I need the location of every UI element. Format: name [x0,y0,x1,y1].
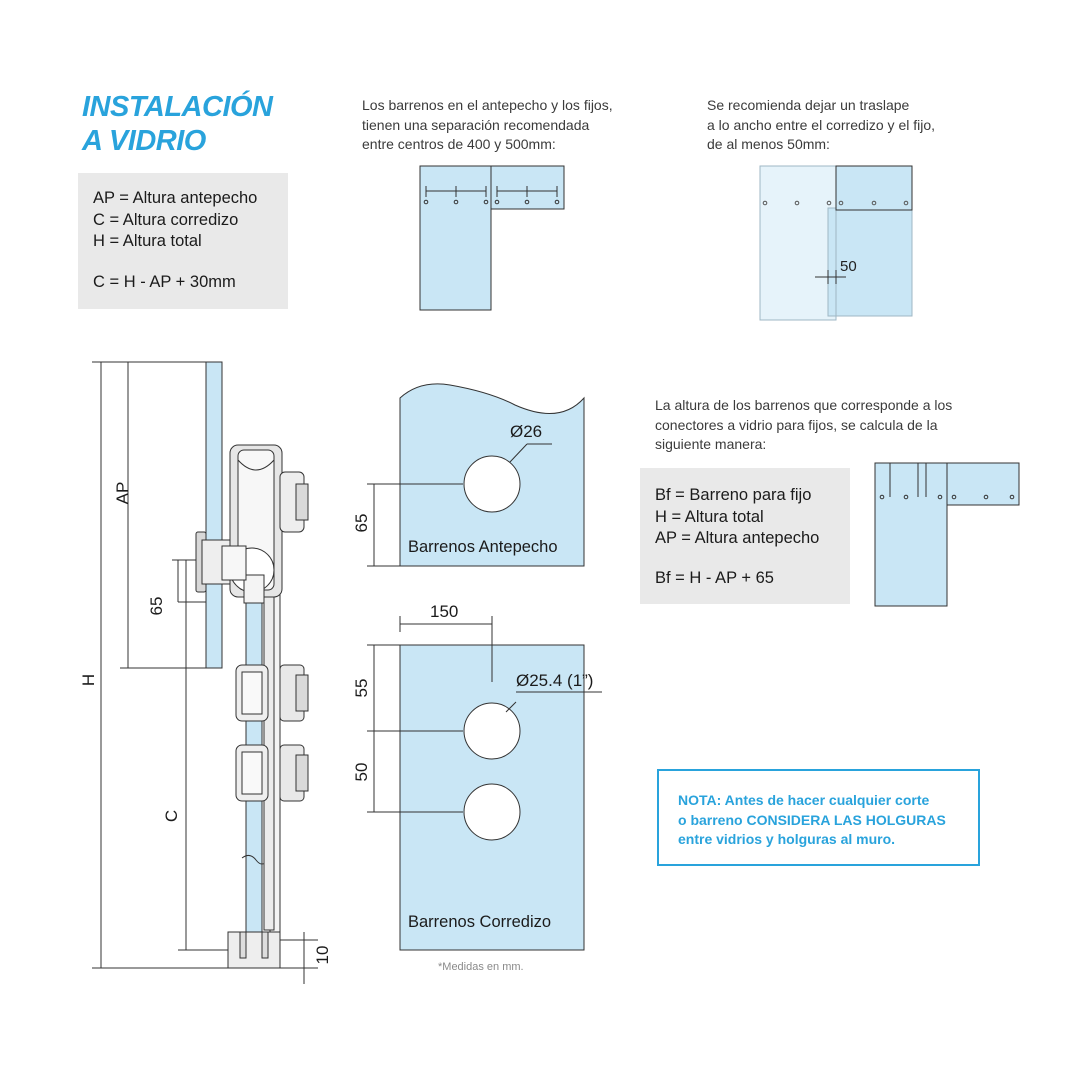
caption-overlap-line: de al menos 50mm: [707,136,830,152]
legend-line-ap: AP = Altura antepecho [655,529,820,547]
title-line-1: INSTALACIÓN [82,91,273,123]
corredizo-dim-50: 50 [352,763,371,782]
nota-box: NOTA: Antes de hacer cualquier corte o b… [657,769,980,866]
overlap-dimension: 50 [840,258,857,275]
title-line-2: A VIDRIO [82,125,206,157]
overlap-diagram: 50 [759,165,913,321]
caption-separation: Los barrenos en el antepecho y los fijos… [362,96,613,155]
page-title: INSTALACIÓN A VIDRIO [82,90,273,158]
legend-line-ap: AP = Altura antepecho [93,189,258,207]
glass-connector-icon [195,531,247,593]
caption-separation-line: tienen una separación recomendada [362,116,590,133]
caption-height: La altura de los barrenos que correspond… [655,396,952,455]
roller-icon [235,664,309,722]
corredizo-dim-150: 150 [430,602,458,621]
side-view-drawing: AP H C 65 10 [79,361,332,984]
roller-icon [235,744,309,802]
legend-line-c: C = Altura corredizo [93,210,239,229]
legend-formula-c: C = H - AP + 30mm [93,273,236,291]
legend-line-bf: Bf = Barreno para fijo [655,486,812,504]
panel-antepecho: Ø26 65 Barrenos Antepecho [352,383,585,567]
nota-line: NOTA: Antes de hacer cualquier corte [678,792,930,808]
corredizo-panel-label: Barrenos Corredizo [408,913,551,931]
floor-guide-icon [227,931,281,969]
side-dim-ap: AP [113,482,132,505]
separation-dimension-lines [423,186,560,205]
antepecho-dim-65: 65 [352,514,371,533]
footnote: *Medidas en mm. [438,961,524,973]
caption-height-line: siguiente manera: [655,436,767,452]
wheel-icon [229,444,283,604]
legend-formula-bf: Bf = H - AP + 65 [655,569,774,587]
antepecho-diameter-label: Ø26 [510,422,542,441]
nota-line: entre vidrios y holguras al muro. [678,831,896,847]
separation-diagram [419,165,565,311]
caption-separation-line: entre centros de 400 y 500mm: [362,136,556,152]
panel-corredizo: 150 Ø25.4 (1”) 55 50 Barrenos Corredizo [352,602,602,951]
antepecho-panel-label: Barrenos Antepecho [408,538,558,556]
caption-overlap-line: a lo ancho entre el corredizo y el fijo, [707,116,936,133]
corredizo-dim-55: 55 [352,679,371,698]
side-dim-h: H [79,674,98,686]
legend-box-fixed: Bf = Barreno para fijo H = Altura total … [640,468,850,604]
legend-box-slider: AP = Altura antepecho C = Altura corredi… [78,173,288,309]
caption-overlap: Se recomienda dejar un traslape a lo anc… [707,96,935,155]
side-dim-10: 10 [313,946,332,965]
caption-height-line: La altura de los barrenos que correspond… [655,397,953,413]
side-dim-65: 65 [147,597,166,616]
fixed-height-diagram [874,462,1020,607]
corredizo-diameter-label: Ø25.4 (1”) [516,671,593,690]
legend-line-h: H = Altura total [93,232,202,250]
legend-line-h: H = Altura total [655,507,764,526]
caption-separation-line: Los barrenos en el antepecho y los fijos… [362,97,613,113]
caption-overlap-line: Se recomienda dejar un traslape [707,97,910,113]
fixed-glass [205,361,223,669]
caption-height-line: conectores a vidrio para fijos, se calcu… [655,416,938,433]
nota-line: o barreno CONSIDERA LAS HOLGURAS [678,811,946,828]
side-dim-c: C [162,810,181,822]
